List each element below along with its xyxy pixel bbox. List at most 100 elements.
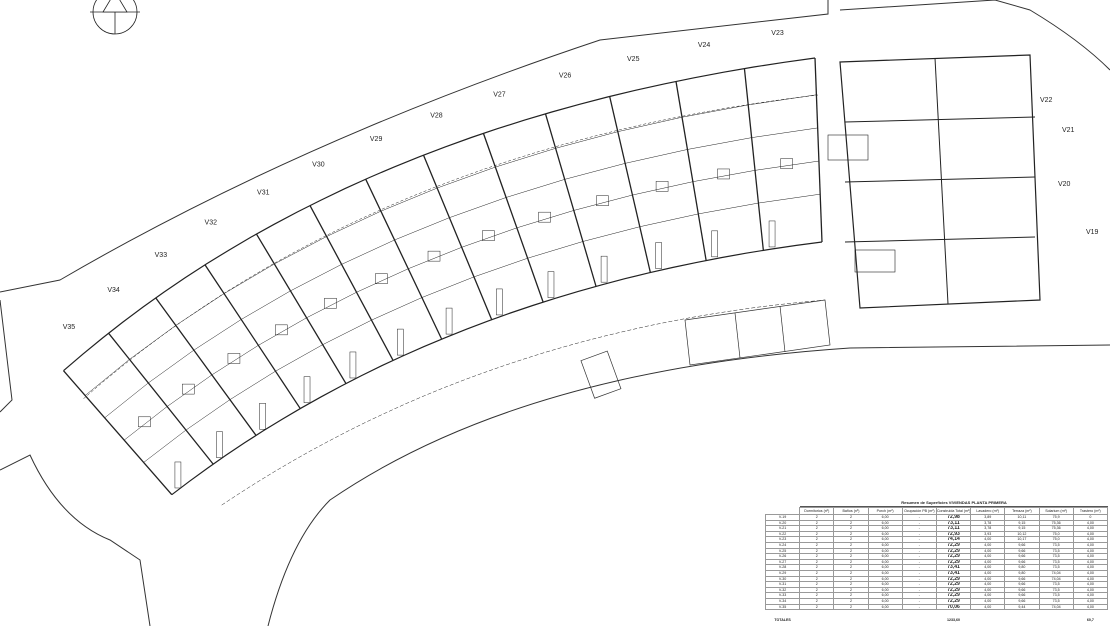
column-header: Solarium (m²) [1038, 507, 1074, 515]
room-wall [758, 193, 821, 204]
room-wall [241, 290, 291, 320]
room-wall [124, 406, 168, 441]
room-wall [632, 181, 693, 196]
dining-table-icon [375, 273, 388, 284]
room-wall [692, 170, 756, 182]
column-header: Construida Total (m²) [935, 507, 972, 515]
surface-summary-table: Resumen de Superficies VIVIENDAS PLANTA … [764, 500, 1109, 623]
dining-table-icon [780, 158, 793, 169]
column-header: Ocupación PB (m²) [901, 507, 937, 515]
unit-divider-wall [675, 81, 707, 261]
dining-table-icon [427, 250, 441, 262]
staircase-icon [397, 328, 404, 356]
dining-table-icon [275, 324, 288, 336]
unit-label: V26 [559, 73, 572, 80]
staircase-icon [711, 230, 718, 258]
setback-line [83, 94, 819, 399]
room-wall [85, 359, 130, 396]
room-wall [143, 429, 187, 463]
staircase-icon [349, 351, 357, 379]
unit-divider-wall [108, 332, 214, 465]
room-wall [527, 241, 583, 259]
unit-divider-wall [743, 68, 764, 251]
room-wall [449, 197, 507, 218]
dining-table-icon [482, 230, 495, 241]
axis-line [221, 299, 826, 506]
room-wall [639, 213, 699, 227]
unit-divider-wall [309, 205, 394, 361]
unit-label: V27 [493, 91, 506, 98]
unit-label: V33 [155, 252, 168, 259]
room-wall [380, 187, 438, 212]
room-wall [394, 217, 450, 241]
unit-label: V25 [627, 56, 640, 63]
unit-divider-wall [155, 297, 257, 436]
staircase-icon [768, 220, 776, 248]
column-header: Porch (m²) [867, 507, 903, 515]
block-center-wall [934, 57, 949, 305]
block-rear-wall [63, 57, 816, 372]
room-wall [129, 325, 176, 360]
unit-label: V34 [107, 287, 120, 294]
column-header: Baños (nº) [833, 507, 869, 515]
room-wall [748, 94, 817, 106]
unit-divider-wall [609, 96, 651, 273]
staircase-icon [445, 307, 453, 335]
total-trastero: 60,7 [1086, 617, 1094, 622]
room-wall [104, 382, 149, 419]
room-wall [185, 399, 231, 431]
column-header: Dormitorios (nº) [799, 507, 835, 515]
dining-table-icon [596, 195, 609, 206]
unit-label: V20 [1058, 181, 1071, 188]
unit-divider-wall [844, 236, 1036, 243]
dining-table-icon [182, 383, 195, 395]
room-wall [290, 264, 342, 292]
table-cell: 4,00 [1072, 603, 1109, 611]
room-wall [274, 236, 327, 265]
room-wall [258, 317, 307, 346]
unit-label: V29 [370, 136, 383, 143]
room-wall [473, 257, 528, 278]
unit-divider-wall [255, 233, 347, 384]
block-outline [839, 54, 1041, 309]
unit-label: V24 [698, 42, 711, 49]
staircase-icon [216, 431, 223, 458]
room-wall [751, 127, 818, 138]
dining-table-icon [227, 353, 241, 364]
staircase-icon [174, 461, 182, 489]
staircase-icon [303, 376, 311, 403]
unit-label: V21 [1062, 127, 1075, 134]
room-wall [223, 263, 275, 294]
room-wall [437, 166, 496, 189]
unit-divider-wall [204, 264, 301, 409]
staircase-icon [854, 249, 896, 273]
column-header [766, 508, 800, 515]
unit-label: V22 [1040, 97, 1053, 104]
room-wall [461, 227, 517, 248]
room-wall [573, 194, 633, 211]
room-wall [617, 116, 683, 132]
room-wall [681, 104, 749, 118]
unit-divider-wall [844, 176, 1036, 183]
room-wall [408, 247, 462, 269]
room-wall [495, 148, 556, 168]
dining-table-icon [138, 416, 151, 428]
column-header: Trastero (m²) [1072, 507, 1109, 515]
staircase-icon [547, 271, 555, 298]
unit-divider-wall [844, 116, 1036, 123]
room-wall [516, 210, 574, 229]
unit-divider-wall [365, 178, 443, 340]
column-header: Lavadero (m²) [970, 507, 1006, 515]
unit-divider-wall [63, 370, 173, 496]
room-wall [148, 349, 194, 384]
total-construida: 1233,60 [947, 617, 961, 622]
staircase-icon [496, 288, 503, 316]
